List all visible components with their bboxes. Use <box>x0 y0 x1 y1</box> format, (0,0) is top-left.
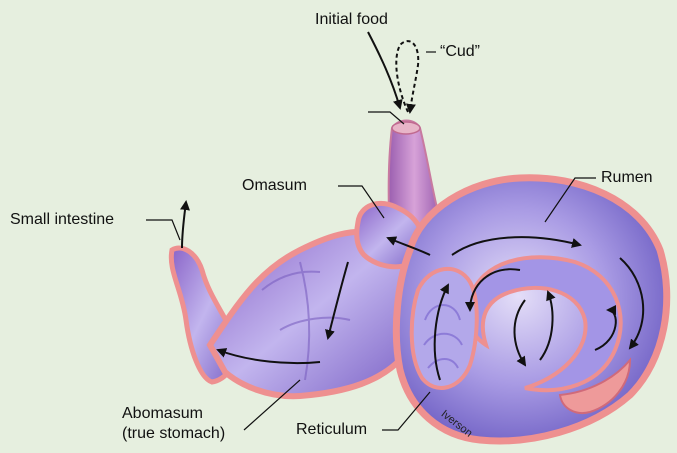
omasum-label: Omasum <box>242 176 307 195</box>
reticulum <box>412 269 477 388</box>
esophagus-opening <box>392 122 420 134</box>
cud-loop-arrow <box>396 41 418 112</box>
true-stomach-label: (true stomach) <box>122 424 225 443</box>
cud-label: “Cud” <box>440 42 480 61</box>
initial-food-arrow <box>368 32 400 108</box>
abomasum-label: Abomasum <box>122 404 203 423</box>
initial-food-label: Initial food <box>315 10 388 29</box>
rumen-label: Rumen <box>601 168 653 187</box>
small-intestine-label: Small intestine <box>10 210 114 229</box>
exit-arrow <box>182 202 186 248</box>
reticulum-label: Reticulum <box>296 420 367 439</box>
